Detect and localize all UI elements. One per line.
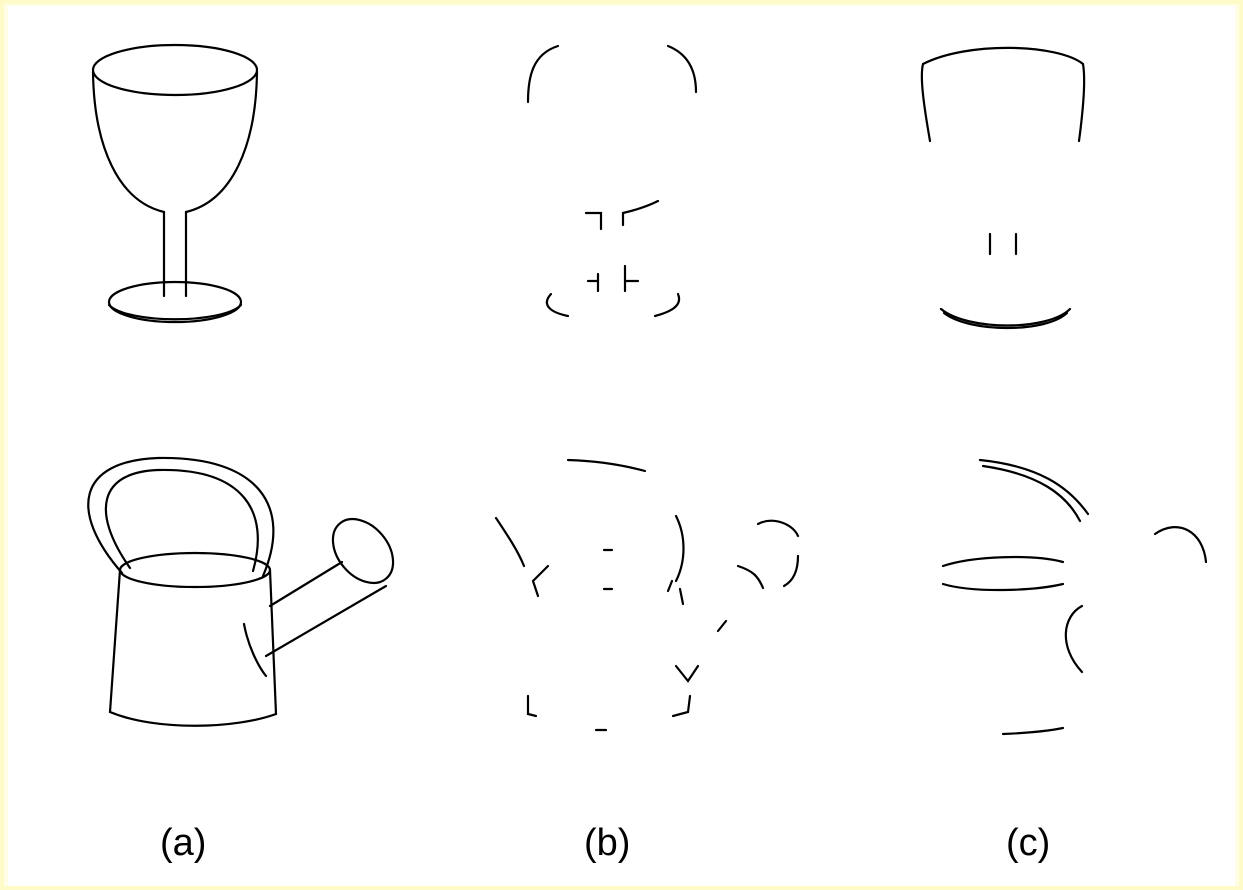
can-body <box>108 568 278 727</box>
watering-can-full-drawing <box>87 456 395 727</box>
goblet-rim <box>91 43 259 97</box>
goblet-base <box>107 280 243 324</box>
goblet-stem <box>162 210 188 298</box>
figure-drawings <box>87 43 1208 736</box>
watering-can-segments <box>941 458 1208 736</box>
goblet-segments <box>920 46 1086 330</box>
can-spout-head <box>331 517 395 585</box>
figure-panel: (a) (b) (c) <box>8 6 1235 886</box>
goblet-full-drawing <box>91 43 259 324</box>
can-top <box>118 551 272 589</box>
can-handle-outer <box>87 456 275 578</box>
can-spout <box>242 560 388 678</box>
goblet-base-edge <box>107 303 243 321</box>
caption-c: (c) <box>1006 822 1051 864</box>
caption-a: (a) <box>160 822 207 864</box>
goblet-fragments <box>526 44 698 318</box>
watering-can-fragments <box>494 458 800 732</box>
caption-b: (b) <box>584 822 631 864</box>
can-handle-inner <box>104 468 259 573</box>
goblet-bowl <box>91 70 259 214</box>
